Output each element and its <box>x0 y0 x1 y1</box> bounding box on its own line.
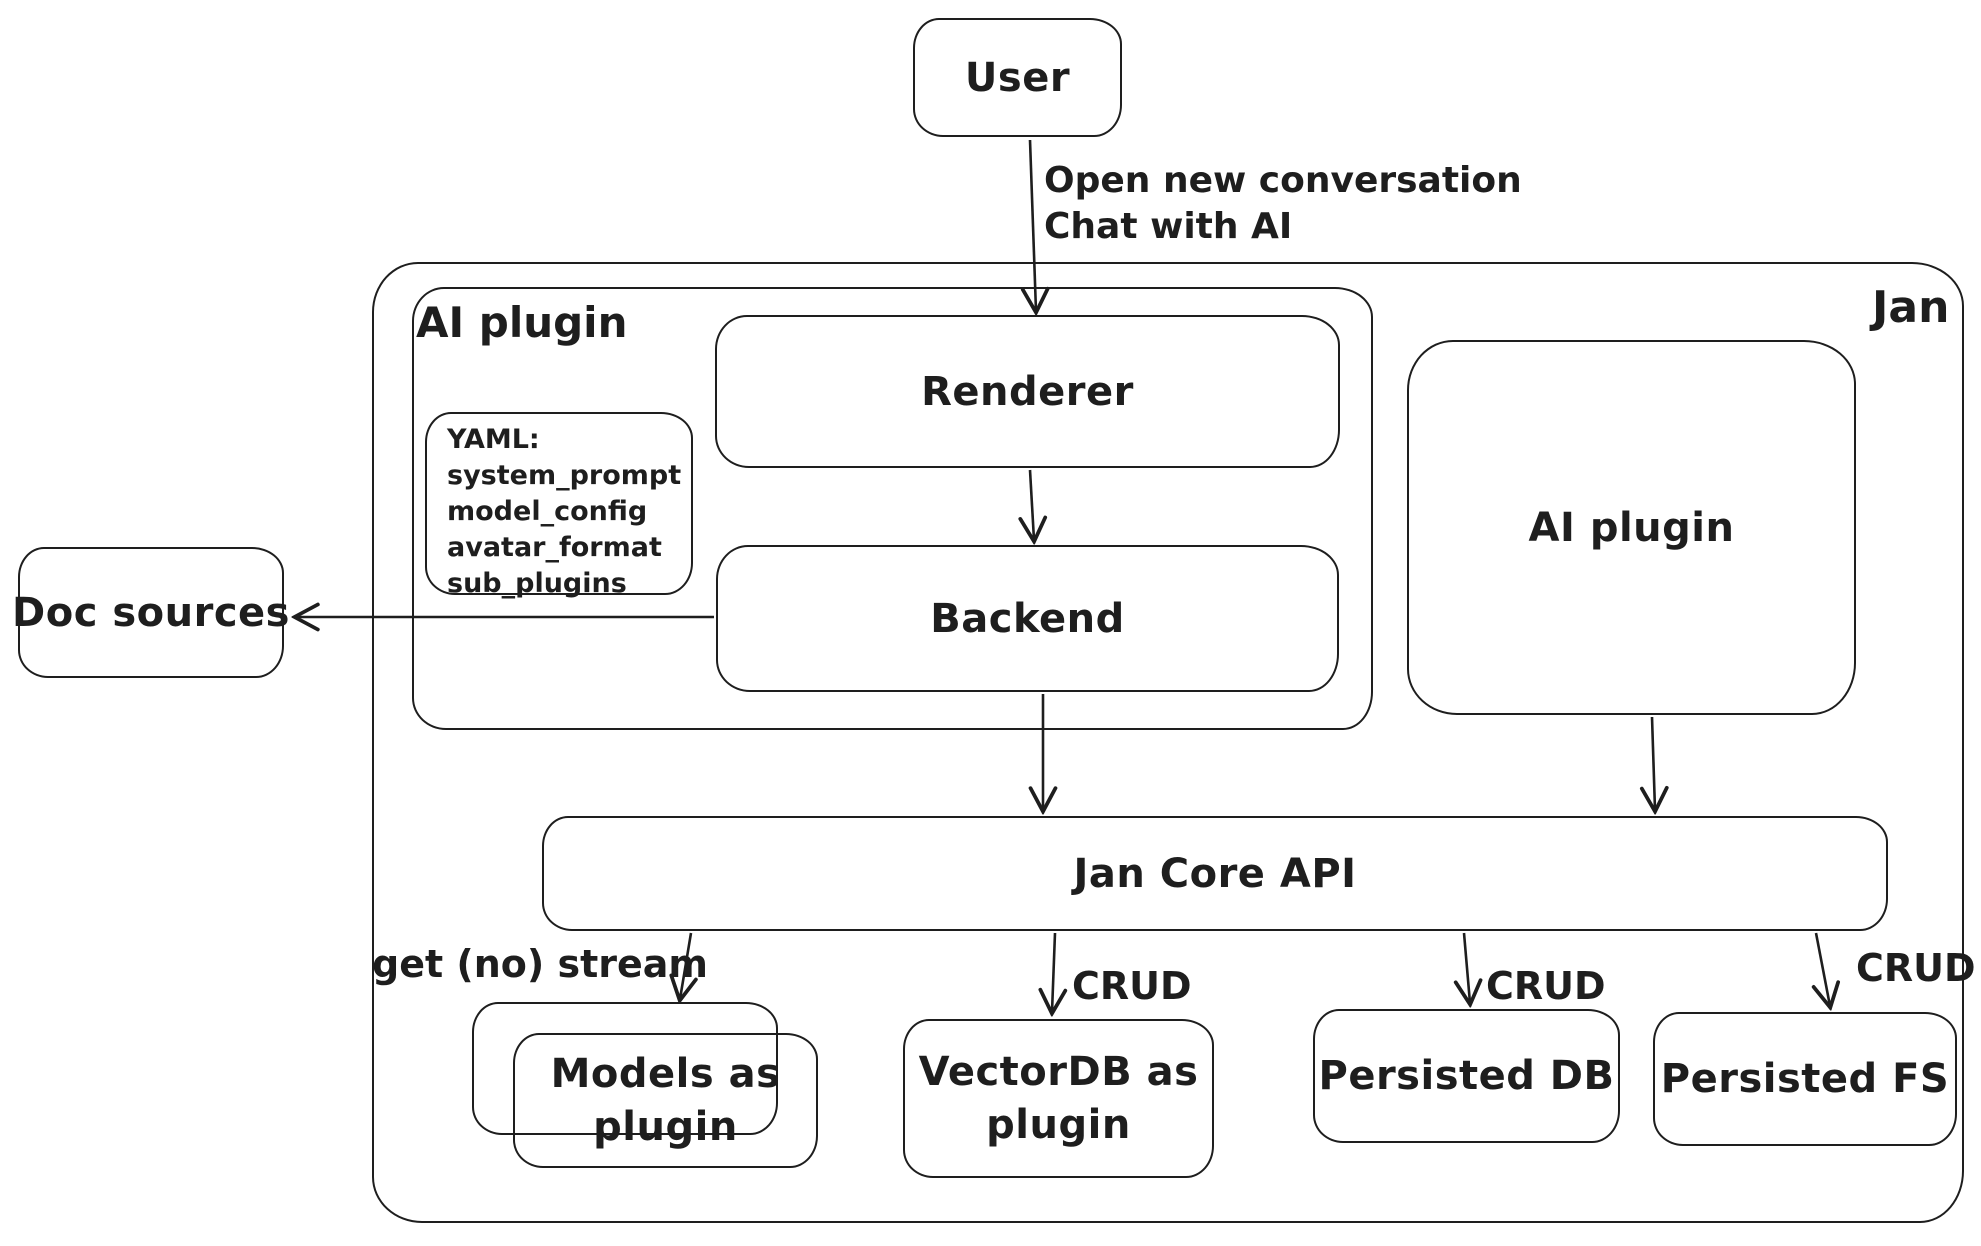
node-vectordb-as-plugin-label: VectorDB as plugin <box>918 1048 1199 1148</box>
yaml-line: YAML: <box>447 424 540 455</box>
node-persisted-db-label: Persisted DB <box>1318 1053 1615 1099</box>
jan-container-label: Jan <box>1872 282 1950 333</box>
node-ai-plugin-instance: AI plugin <box>1407 340 1856 715</box>
yaml-line: avatar_format <box>447 532 662 563</box>
node-models-as-plugin-back <box>472 1002 778 1135</box>
yaml-line: system_prompt <box>447 460 682 491</box>
node-models-as-plugin: Models as plugin <box>513 1033 818 1168</box>
node-yaml-config: YAML: system_prompt model_config avatar_… <box>425 412 693 599</box>
edge-label-user-to-renderer: Open new conversation Chat with AI <box>1044 160 1522 247</box>
yaml-line: model_config <box>447 496 648 527</box>
node-persisted-db: Persisted DB <box>1313 1009 1620 1143</box>
node-renderer: Renderer <box>715 315 1340 468</box>
node-renderer-label: Renderer <box>921 368 1134 415</box>
node-vectordb-as-plugin: VectorDB as plugin <box>903 1019 1214 1178</box>
yaml-line: sub_plugins <box>447 568 627 599</box>
edge-label-crud-vectordb: CRUD <box>1072 964 1192 1008</box>
node-persisted-fs-label: Persisted FS <box>1660 1056 1950 1102</box>
edge-label-get-no-stream: get (no) stream <box>372 942 709 986</box>
node-jan-core-api-label: Jan Core API <box>1073 850 1357 897</box>
node-backend: Backend <box>716 545 1339 692</box>
edge-label-crud-persisted-fs: CRUD <box>1856 946 1976 990</box>
node-models-as-plugin-label: Models as plugin <box>550 1050 781 1150</box>
edge-label-crud-persisted-db: CRUD <box>1486 964 1606 1008</box>
node-backend-label: Backend <box>930 595 1125 642</box>
node-ai-plugin-instance-label: AI plugin <box>1528 504 1735 551</box>
node-doc-sources: Doc sources <box>12 547 289 678</box>
node-persisted-fs: Persisted FS <box>1653 1012 1957 1146</box>
node-doc-sources-label: Doc sources <box>12 589 290 636</box>
node-user-label: User <box>964 54 1071 101</box>
ai-plugin-container-label: AI plugin <box>416 298 628 347</box>
ai-plugin-container <box>412 287 1373 730</box>
node-user: User <box>913 18 1122 137</box>
node-jan-core-api: Jan Core API <box>542 816 1888 931</box>
jan-container <box>372 262 1964 1223</box>
